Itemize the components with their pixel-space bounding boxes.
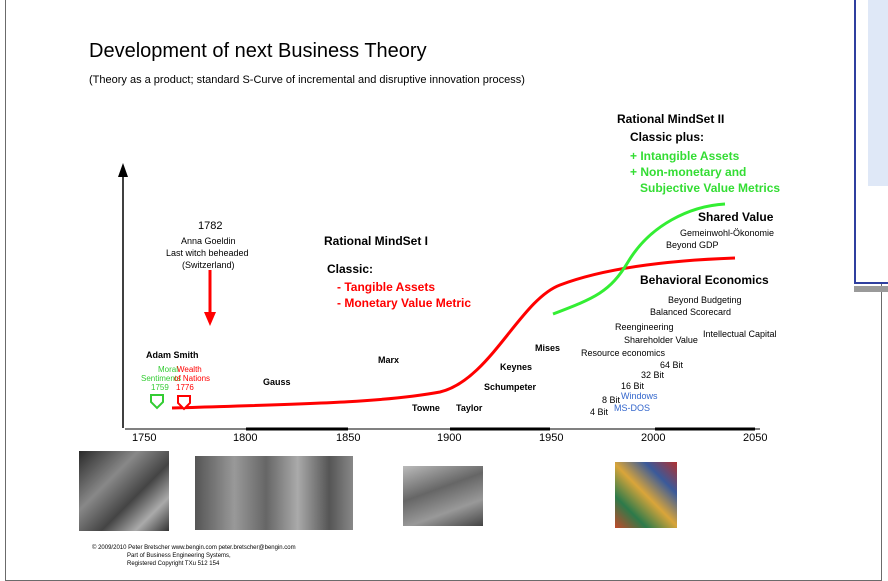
- witch-line: (Switzerland): [182, 260, 235, 270]
- moral-year: 1759: [151, 383, 169, 392]
- witch-line: Anna Goeldin: [181, 236, 236, 246]
- behavioral-item: Beyond Budgeting: [668, 295, 742, 305]
- overlay-panel: [854, 0, 888, 577]
- mindset2-item: + Intangible Assets: [630, 149, 740, 163]
- factory-photo-2: [195, 456, 353, 530]
- tick-label: 1900: [437, 432, 462, 444]
- bit-label: 16 Bit: [621, 381, 645, 391]
- footer-line: Part of Business Engineering Systems,: [127, 553, 231, 559]
- bit-label: 8 Bit: [602, 395, 621, 405]
- wealth-year: 1776: [176, 383, 194, 392]
- wealth-label: Wealth: [177, 365, 202, 374]
- mindset1-item: - Tangible Assets: [337, 280, 436, 294]
- moral-label: Moral: [158, 365, 179, 374]
- shared-value-title: Shared Value: [698, 210, 774, 224]
- page-subtitle: (Theory as a product; standard S-Curve o…: [89, 74, 525, 86]
- wealth-label: of Nations: [174, 374, 211, 383]
- moral-sentiments-marker: [150, 394, 164, 410]
- red-s-curve: [171, 256, 736, 410]
- footer-line: © 2009/2010 Peter Bretscher www.bengin.c…: [92, 545, 296, 551]
- mindset2-title: Rational MindSet II: [617, 112, 725, 126]
- tick-label: 1750: [132, 432, 157, 444]
- behavioral-item: Shareholder Value: [624, 335, 698, 345]
- behavioral-economics-title: Behavioral Economics: [640, 273, 769, 287]
- intellectual-capital: Intellectual Capital: [703, 329, 777, 339]
- behavioral-item: Balanced Scorecard: [650, 307, 732, 317]
- economist-label: Schumpeter: [484, 382, 537, 392]
- bit-label: 32 Bit: [641, 370, 665, 380]
- witch-year: 1782: [198, 220, 223, 232]
- economist-label: Gauss: [263, 377, 291, 387]
- witch-arrow-head: [204, 312, 216, 326]
- moral-label: Sentiments: [141, 374, 182, 383]
- green-s-curve: [552, 202, 726, 316]
- economist-label: Keynes: [500, 362, 533, 372]
- economist-label: Towne: [412, 403, 440, 413]
- behavioral-item: Resource economics: [581, 348, 666, 358]
- tick-label: 1950: [539, 432, 564, 444]
- footer-line: Registered Copyright TXu 512 154: [127, 561, 220, 567]
- os-label: MS-DOS: [614, 403, 650, 413]
- tick-label: 2000: [641, 432, 666, 444]
- mindset1-item: - Monetary Value Metric: [337, 296, 472, 310]
- mindset2-item: + Non-monetary and: [630, 165, 747, 179]
- y-axis-arrowhead: [118, 163, 128, 177]
- wealth-of-nations-marker: [177, 395, 191, 411]
- mindset1-title: Rational MindSet I: [324, 234, 429, 248]
- mindset1-classic: Classic:: [327, 262, 374, 276]
- mindset2-item: Subjective Value Metrics: [640, 181, 781, 195]
- tick-label: 2050: [743, 432, 768, 444]
- factory-photo-1: [79, 451, 169, 531]
- economist-label: Taylor: [456, 403, 483, 413]
- shared-value-line: Gemeinwohl-Ökonomie: [680, 228, 775, 238]
- overlay-panel-shadow: [854, 286, 888, 292]
- os-label: Windows: [621, 391, 658, 401]
- bit-label: 64 Bit: [660, 360, 684, 370]
- overlay-panel-content: [868, 0, 888, 186]
- witch-line: Last witch beheaded: [166, 248, 249, 258]
- modern-photo: [615, 462, 677, 528]
- mindset2-classic: Classic plus:: [630, 130, 705, 144]
- adam-smith-name: Adam Smith: [146, 350, 199, 360]
- shared-value-line: Beyond GDP: [666, 240, 719, 250]
- behavioral-item: Reengineering: [615, 322, 674, 332]
- page-title: Development of next Business Theory: [89, 40, 427, 62]
- economist-label: Marx: [378, 355, 400, 365]
- economist-label: Mises: [535, 343, 561, 353]
- tick-label: 1800: [233, 432, 258, 444]
- factory-photo-3: [403, 466, 483, 526]
- bit-label: 4 Bit: [590, 407, 609, 417]
- tick-label: 1850: [336, 432, 361, 444]
